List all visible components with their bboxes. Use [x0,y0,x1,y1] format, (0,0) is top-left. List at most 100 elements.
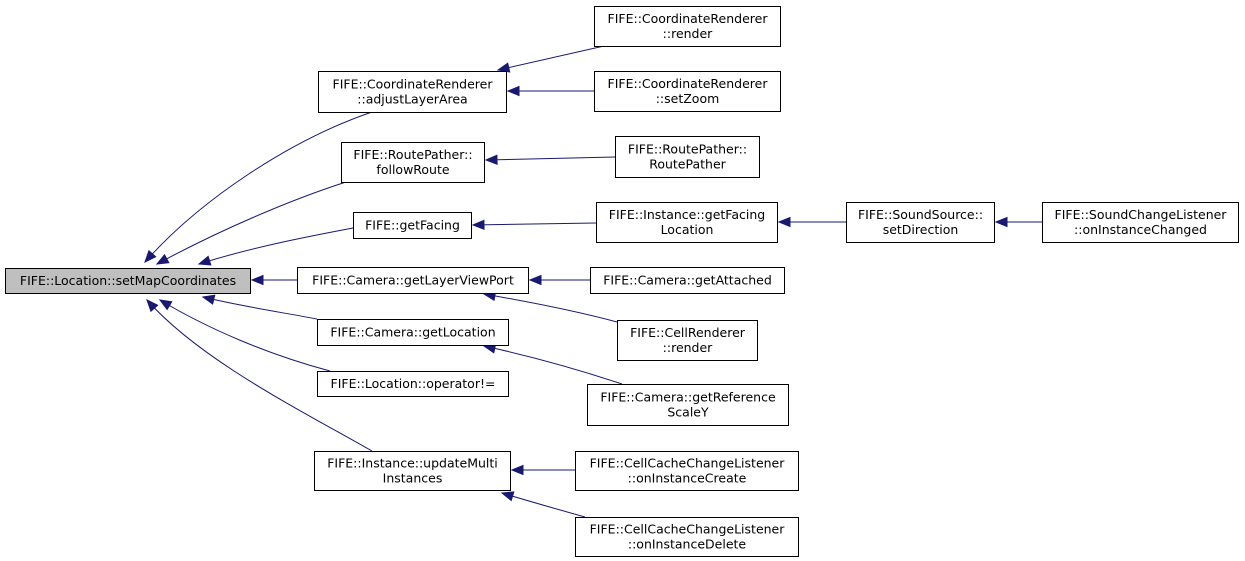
node-label-line: FIFE::Camera::getReference [600,390,776,405]
edge-line [198,227,354,265]
node-label-line: FIFE::CellCacheChangeListener [590,522,786,537]
node-label-line: FIFE::RoutePather:: [353,147,472,162]
node-label-line: FIFE::CoordinateRenderer [608,76,769,91]
node-box [317,371,509,397]
node-onInstanceDelete[interactable]: FIFE::CellCacheChangeListener::onInstanc… [575,517,799,557]
edge-arrowhead [197,255,212,266]
edge-line [159,299,331,372]
node-getFacing[interactable]: FIFE::getFacing [353,212,472,239]
node-label-line: ::setZoom [656,91,720,106]
edge-onInstanceChanged-to-setDirection [994,216,1042,228]
node-operatorNe[interactable]: FIFE::Location::operator!= [317,371,509,397]
node-routePatherCtor[interactable]: FIFE::RoutePather::RoutePather [615,136,760,178]
edge-cellRender-to-getLayerViewPort [482,290,618,323]
node-label-line: Instances [383,471,443,486]
node-label-line: FIFE::getFacing [365,218,460,233]
node-onInstanceChanged[interactable]: FIFE::SoundChangeListener::onInstanceCha… [1042,202,1239,243]
edge-arrowhead [144,249,157,263]
node-getAttached[interactable]: FIFE::Camera::getAttached [590,267,785,294]
node-label-line: FIFE::Camera::getAttached [603,273,772,288]
node-label-line: FIFE::CoordinateRenderer [333,77,494,92]
node-box [846,202,995,243]
node-label-line: FIFE::CoordinateRenderer [608,11,769,26]
node-label-line: Location [661,222,714,237]
edge-line [202,296,318,320]
node-cr_render[interactable]: FIFE::CoordinateRenderer::render [594,6,781,47]
nodes-layer: FIFE::Location::setMapCoordinatesFIFE::C… [5,6,1239,557]
edge-arrowhead [201,294,216,305]
node-label-line: FIFE::Instance::getFacing [609,207,765,222]
edge-adjustLayerArea-to-setMapCoordinates [144,111,373,263]
node-label-line: ::adjustLayerArea [357,92,467,107]
node-box [615,136,760,178]
edge-line [156,181,347,265]
node-box [617,320,758,361]
node-box [594,71,781,112]
node-label-line: FIFE::SoundChangeListener [1055,207,1228,222]
node-box [594,6,781,47]
edge-onInstanceDelete-to-updateMulti [500,491,586,518]
edge-arrowhead [528,274,542,286]
node-onInstanceCreate[interactable]: FIFE::CellCacheChangeListener::onInstanc… [575,451,799,491]
edge-arrowhead [471,219,485,231]
node-label-line: FIFE::SoundSource:: [858,207,983,222]
edge-setDirection-to-getFacingLocation [777,216,846,228]
edge-arrowhead [496,62,511,73]
node-label-line: ::onInstanceDelete [628,537,747,552]
edge-arrowhead [155,253,170,265]
node-adjustLayerArea[interactable]: FIFE::CoordinateRenderer::adjustLayerAre… [318,71,507,113]
node-box [587,384,789,426]
node-box [575,517,799,557]
node-label-line: FIFE::Location::operator!= [331,376,496,391]
node-setDirection[interactable]: FIFE::SoundSource::setDirection [846,202,995,243]
node-box [297,267,529,294]
node-label-line: FIFE::CellCacheChangeListener [590,456,786,471]
edge-getFacingLocation-to-getFacing [471,219,597,231]
node-label-line: FIFE::Instance::updateMulti [327,456,498,471]
node-setMapCoordinates[interactable]: FIFE::Location::setMapCoordinates [5,268,251,294]
edge-arrowhead [777,216,791,228]
node-box [353,212,472,239]
edge-arrowhead [994,216,1008,228]
edge-getLocation-to-setMapCoordinates [201,294,318,320]
node-getLocation[interactable]: FIFE::Camera::getLocation [317,319,509,346]
edge-arrowhead [506,85,520,97]
edge-line [144,111,373,263]
node-label-line: ScaleY [667,405,709,420]
node-label-line: RoutePather [649,157,726,172]
edge-getLayerViewPort-to-setMapCoordinates [250,274,297,286]
edge-operatorNe-to-setMapCoordinates [158,299,331,372]
node-label-line: ::render [663,26,714,41]
node-cr_setZoom[interactable]: FIFE::CoordinateRenderer::setZoom [594,71,781,112]
node-label-line: setDirection [883,222,959,237]
node-followRoute[interactable]: FIFE::RoutePather::followRoute [341,142,485,183]
edge-followRoute-to-setMapCoordinates [155,181,347,265]
edge-line [497,45,605,71]
node-cellRender[interactable]: FIFE::CellRenderer::render [617,320,758,361]
node-box [318,71,507,113]
node-getLayerViewPort[interactable]: FIFE::Camera::getLayerViewPort [297,267,529,294]
node-box [1042,202,1239,243]
node-box [596,202,778,243]
edge-arrowhead [158,299,173,311]
node-box [590,267,785,294]
node-box [575,451,799,491]
edge-arrowhead [484,154,498,165]
edge-line [485,156,616,161]
edge-line [501,492,586,518]
edge-routePatherCtor-to-followRoute [484,154,616,165]
edge-getAttached-to-getLayerViewPort [528,274,590,286]
edge-getFacing-to-setMapCoordinates [197,227,354,266]
edge-line [146,299,373,452]
node-label-line: FIFE::Camera::getLocation [330,325,495,340]
node-label-line: ::onInstanceChanged [1074,222,1207,237]
edge-line [483,293,618,323]
edge-arrowhead [510,464,524,476]
edge-line [472,222,597,226]
edge-arrowhead [146,299,159,313]
node-label-line: FIFE::CellRenderer [630,325,746,340]
